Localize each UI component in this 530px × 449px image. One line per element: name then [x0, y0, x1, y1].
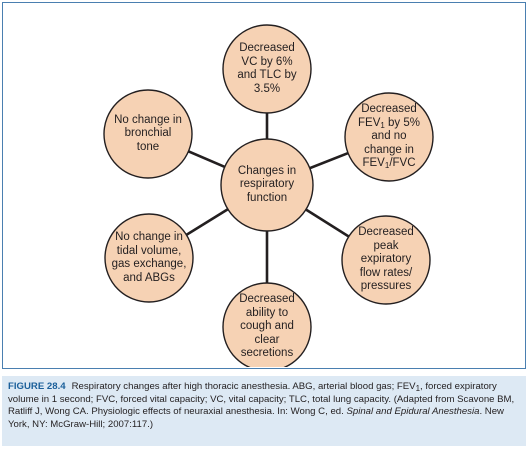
caption-text-3: . New York, NY: McGraw-Hill; 2007:117.) — [8, 406, 504, 430]
node-label-bronchial-line: No change in — [114, 113, 182, 126]
node-label-cough-line: cough and — [240, 320, 294, 333]
node-label-vc-tlc-line: 3.5% — [253, 82, 281, 95]
node-label-peak-flow-line: peak — [373, 239, 399, 252]
center-node-label-line: respiratory — [239, 178, 295, 191]
node-label-bronchial-line: tone — [136, 140, 160, 153]
node-circle-bronchial — [103, 89, 193, 179]
node-label-tidal-line: No change in — [115, 231, 183, 243]
node-label-cough-line: ability to — [245, 306, 289, 319]
node-label-cough-line: Decreased — [239, 293, 295, 306]
node-label-vc-tlc-line: VC by 6% — [241, 55, 293, 68]
node-label-peak-flow-line: expiratory — [360, 253, 412, 266]
node-circle-peak-flow — [341, 215, 431, 305]
node-label-vc-tlc-line: and TLC by — [237, 69, 297, 81]
node-circle-cough — [222, 282, 312, 367]
caption-subscript: 1 — [415, 384, 421, 393]
center-node-label-line: Changes in — [237, 164, 297, 177]
node-label-fev1-line: and no — [371, 130, 407, 143]
center-node-circle — [220, 138, 314, 232]
node-label-cough-line: secretions — [240, 347, 294, 360]
node-label-tidal-line: tidal volume, — [116, 244, 182, 257]
node-circle-tidal — [104, 213, 194, 303]
node-label-tidal-line: and ABGs — [123, 271, 175, 284]
caption-book-title: Spinal and Epidural Anesthesia — [346, 406, 480, 418]
node-label-fev1-line: FEV1/FVC — [362, 157, 416, 171]
figure-label: FIGURE 28.4 — [8, 381, 66, 392]
node-label-tidal-line: gas exchange, — [111, 258, 187, 270]
node-label-fev1-line: change in — [364, 143, 414, 156]
node-label-peak-flow-line: pressures — [360, 280, 412, 293]
node-label-cough-line: clear — [254, 333, 280, 346]
node-circle-vc-tlc — [222, 24, 312, 114]
caption-text-1: Respiratory changes after high thoracic … — [71, 381, 416, 392]
diagram-svg — [103, 24, 434, 367]
node-label-fev1-line: Decreased — [361, 103, 417, 116]
center-node-label-line: function — [246, 191, 288, 204]
node-label-fev1-line: FEV1 by 5% — [358, 116, 420, 130]
node-circles — [103, 24, 434, 367]
node-label-bronchial-line: bronchial — [124, 127, 172, 140]
node-label-peak-flow-line: flow rates/ — [359, 266, 413, 279]
node-circle-fev1 — [344, 92, 434, 182]
node-label-peak-flow-line: Decreased — [358, 226, 414, 239]
figure-caption: FIGURE 28.4 Respiratory changes after hig… — [2, 376, 526, 446]
caption-text-2: , forced expiratory volume in 1 second; … — [8, 381, 515, 418]
node-label-vc-tlc-line: Decreased — [239, 42, 295, 54]
